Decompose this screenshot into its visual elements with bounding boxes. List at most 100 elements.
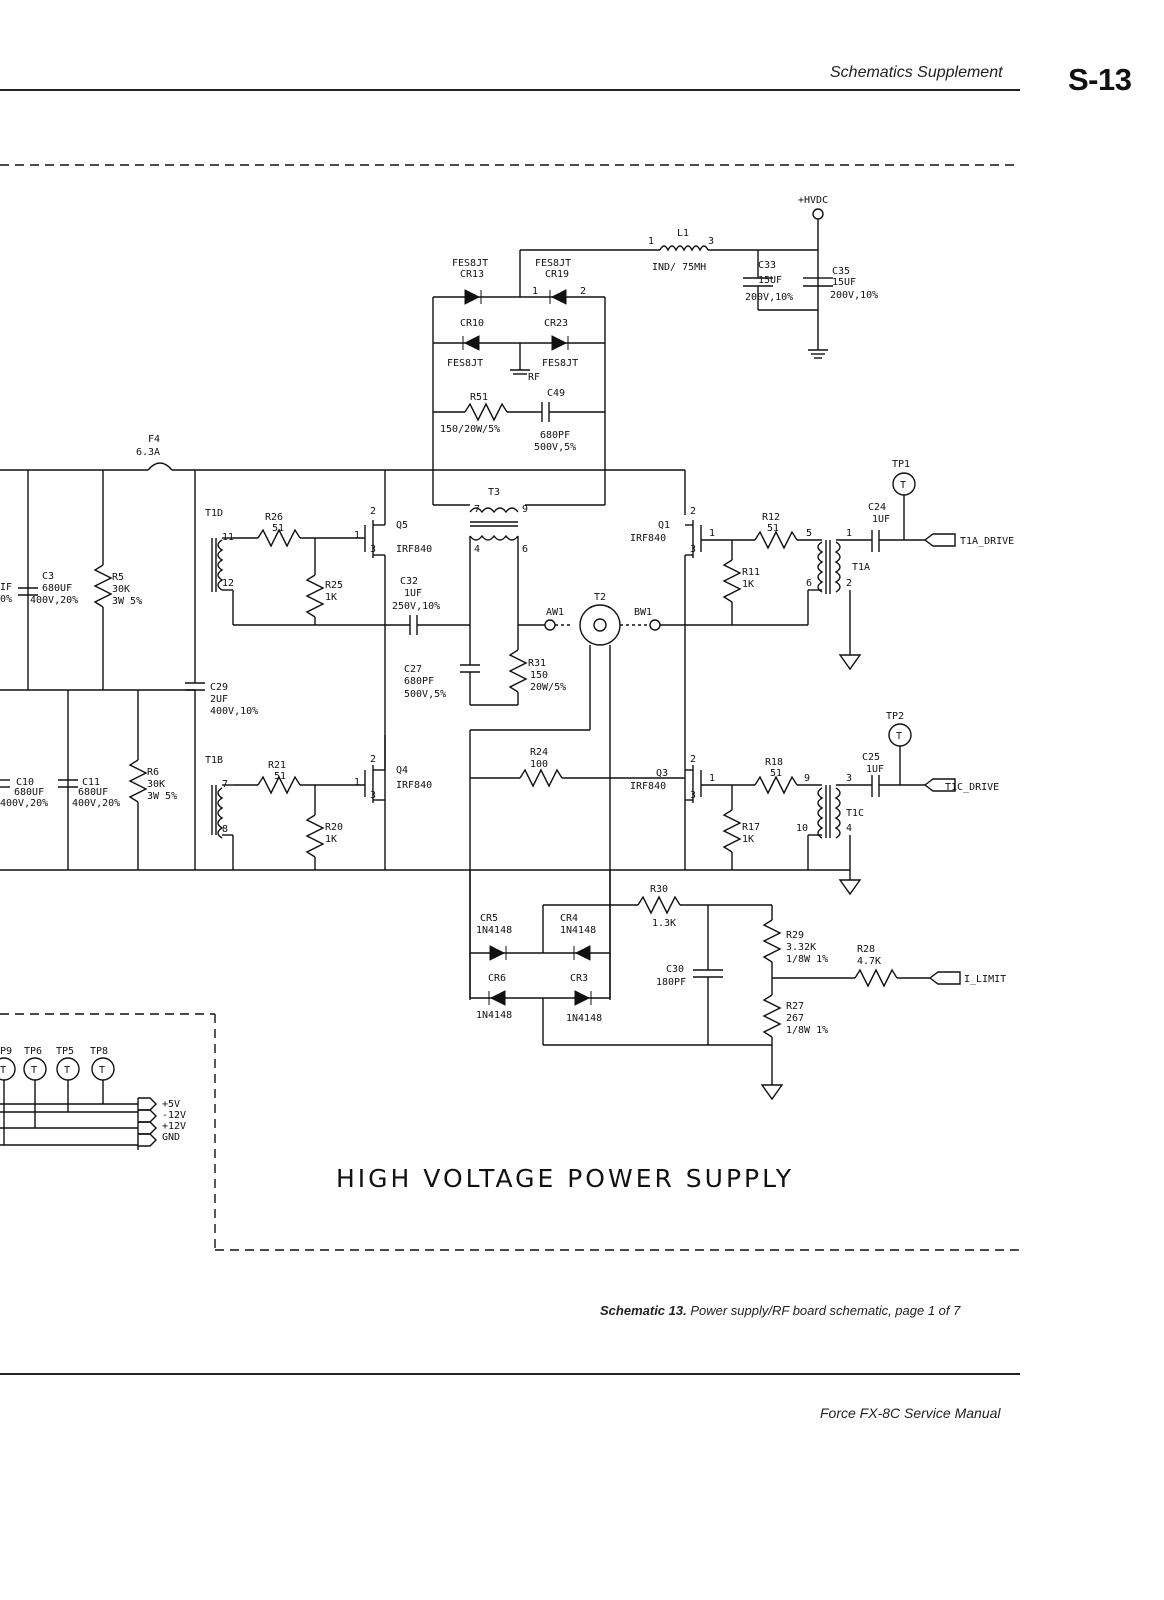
label-c30: C30 <box>666 964 684 975</box>
label-r31: R31 <box>528 658 546 669</box>
label-r21-val: 51 <box>274 771 286 782</box>
diode-symbols <box>462 289 592 1006</box>
header-rule <box>0 89 1020 91</box>
label-q5-pin1: 1 <box>354 530 360 541</box>
label-q4: Q4 <box>396 765 408 776</box>
label-tp1: TP1 <box>892 459 910 470</box>
footer-title: Force FX-8C Service Manual <box>820 1405 1001 1421</box>
label-c33-v2: 200V,10% <box>745 292 793 303</box>
label-cr19: CR19 <box>545 269 569 280</box>
label-q4-part: IRF840 <box>396 780 432 791</box>
label-r5-v2: 3W 5% <box>112 596 142 607</box>
label-c49-v2: 500V,5% <box>534 442 576 453</box>
label-cr23: CR23 <box>544 318 568 329</box>
label-r24-val: 100 <box>530 759 548 770</box>
label-r20: R20 <box>325 822 343 833</box>
label-l1-pin1: 1 <box>648 236 654 247</box>
label-t1b-pin8: 8 <box>222 824 228 835</box>
figure-caption: Schematic 13. Power supply/RF board sche… <box>600 1303 960 1318</box>
label-c49-v1: 680PF <box>540 430 570 441</box>
label-r17: R17 <box>742 822 760 833</box>
label-t1a-pin2: 2 <box>846 578 852 589</box>
label-c3-v1: 680UF <box>42 583 72 594</box>
label-q1-part: IRF840 <box>630 533 666 544</box>
label-c10-v1: 680UF <box>14 787 44 798</box>
label-r11: R11 <box>742 567 760 578</box>
label-r28-val: 4.7K <box>857 956 881 967</box>
label-q4-pin2: 2 <box>370 754 376 765</box>
label-t3: T3 <box>488 487 500 498</box>
label-q1-pin2: 2 <box>690 506 696 517</box>
diode-cr19 <box>550 289 567 305</box>
label-c10-v2: 400V,20% <box>0 798 48 809</box>
tp6-symbol: T <box>31 1065 37 1076</box>
label-i-limit: I_LIMIT <box>964 974 1006 985</box>
label-gnd: GND <box>162 1132 180 1143</box>
label-r6-v2: 3W 5% <box>147 791 177 802</box>
caption-text: Power supply/RF board schematic, page 1 … <box>690 1303 961 1318</box>
label-l1-val: IND/ 75MH <box>652 262 706 273</box>
label-f4-val: 6.3A <box>136 447 160 458</box>
label-c33: C33 <box>758 260 776 271</box>
label-cr13-part: FES8JT <box>452 258 488 269</box>
label-r6: R6 <box>147 767 159 778</box>
label-c27: C27 <box>404 664 422 675</box>
label-r25: R25 <box>325 580 343 591</box>
label-q5-pin3: 3 <box>370 544 376 555</box>
tp1-symbol: T <box>900 480 906 491</box>
label-q1-pin3: 3 <box>690 544 696 555</box>
label-left-if: IF <box>0 582 12 593</box>
label-r27-v2: 1/8W 1% <box>786 1025 828 1036</box>
label-q5-part: IRF840 <box>396 544 432 555</box>
label-q5-pin2: 2 <box>370 506 376 517</box>
label-r25-val: 1K <box>325 592 337 603</box>
label-q3: Q3 <box>656 768 668 779</box>
label-t1c-pin10: 10 <box>796 823 808 834</box>
diagram-title: HIGH VOLTAGE POWER SUPPLY <box>336 1164 794 1193</box>
label-t1d-pin11: 11 <box>222 532 234 543</box>
label-r20-val: 1K <box>325 834 337 845</box>
label-q4-pin1: 1 <box>354 777 360 788</box>
label-r18-val: 51 <box>770 768 782 779</box>
label-cr19-part: FES8JT <box>535 258 571 269</box>
label-t1d-pin12: 12 <box>222 578 234 589</box>
label-cr13: CR13 <box>460 269 484 280</box>
label-tp2: TP2 <box>886 711 904 722</box>
label-r11-val: 1K <box>742 579 754 590</box>
label-c29: C29 <box>210 682 228 693</box>
label-t1c-pin3: 3 <box>846 773 852 784</box>
label-r12: R12 <box>762 512 780 523</box>
label-t1a: T1A <box>852 562 870 573</box>
label-r17-val: 1K <box>742 834 754 845</box>
header-title: Schematics Supplement <box>830 64 1003 81</box>
label-cr4: CR4 <box>560 913 578 924</box>
label-c49: C49 <box>547 388 565 399</box>
page-number: S-13 <box>1068 62 1132 97</box>
tp9-symbol: T <box>0 1065 6 1076</box>
label-r24: R24 <box>530 747 548 758</box>
label-c25-val: 1UF <box>866 764 884 775</box>
label-c24-val: 1UF <box>872 514 890 525</box>
label-c29-v1: 2UF <box>210 694 228 705</box>
label-c35-v1: 15UF <box>832 277 856 288</box>
label-t1a-pin5: 5 <box>806 528 812 539</box>
diode-cr13 <box>464 289 481 305</box>
label-cr5-part: 1N4148 <box>476 925 512 936</box>
label-cr23-part: FES8JT <box>542 358 578 369</box>
label-t3-pin7: 7 <box>474 504 480 515</box>
label-c25: C25 <box>862 752 880 763</box>
label-cr10-part: FES8JT <box>447 358 483 369</box>
label-r51: R51 <box>470 392 488 403</box>
label-t1c-drive: T1C_DRIVE <box>945 782 999 793</box>
label-aw1: AW1 <box>546 607 564 618</box>
label-c11: C11 <box>82 777 100 788</box>
label-t2: T2 <box>594 592 606 603</box>
label-c32-v1: 1UF <box>404 588 422 599</box>
label-cr4-part: 1N4148 <box>560 925 596 936</box>
label-q1: Q1 <box>658 520 670 531</box>
label-f4: F4 <box>148 434 160 445</box>
label-bw1: BW1 <box>634 607 652 618</box>
label-l1-pin3: 3 <box>708 236 714 247</box>
schematic-wires <box>0 164 1020 1251</box>
